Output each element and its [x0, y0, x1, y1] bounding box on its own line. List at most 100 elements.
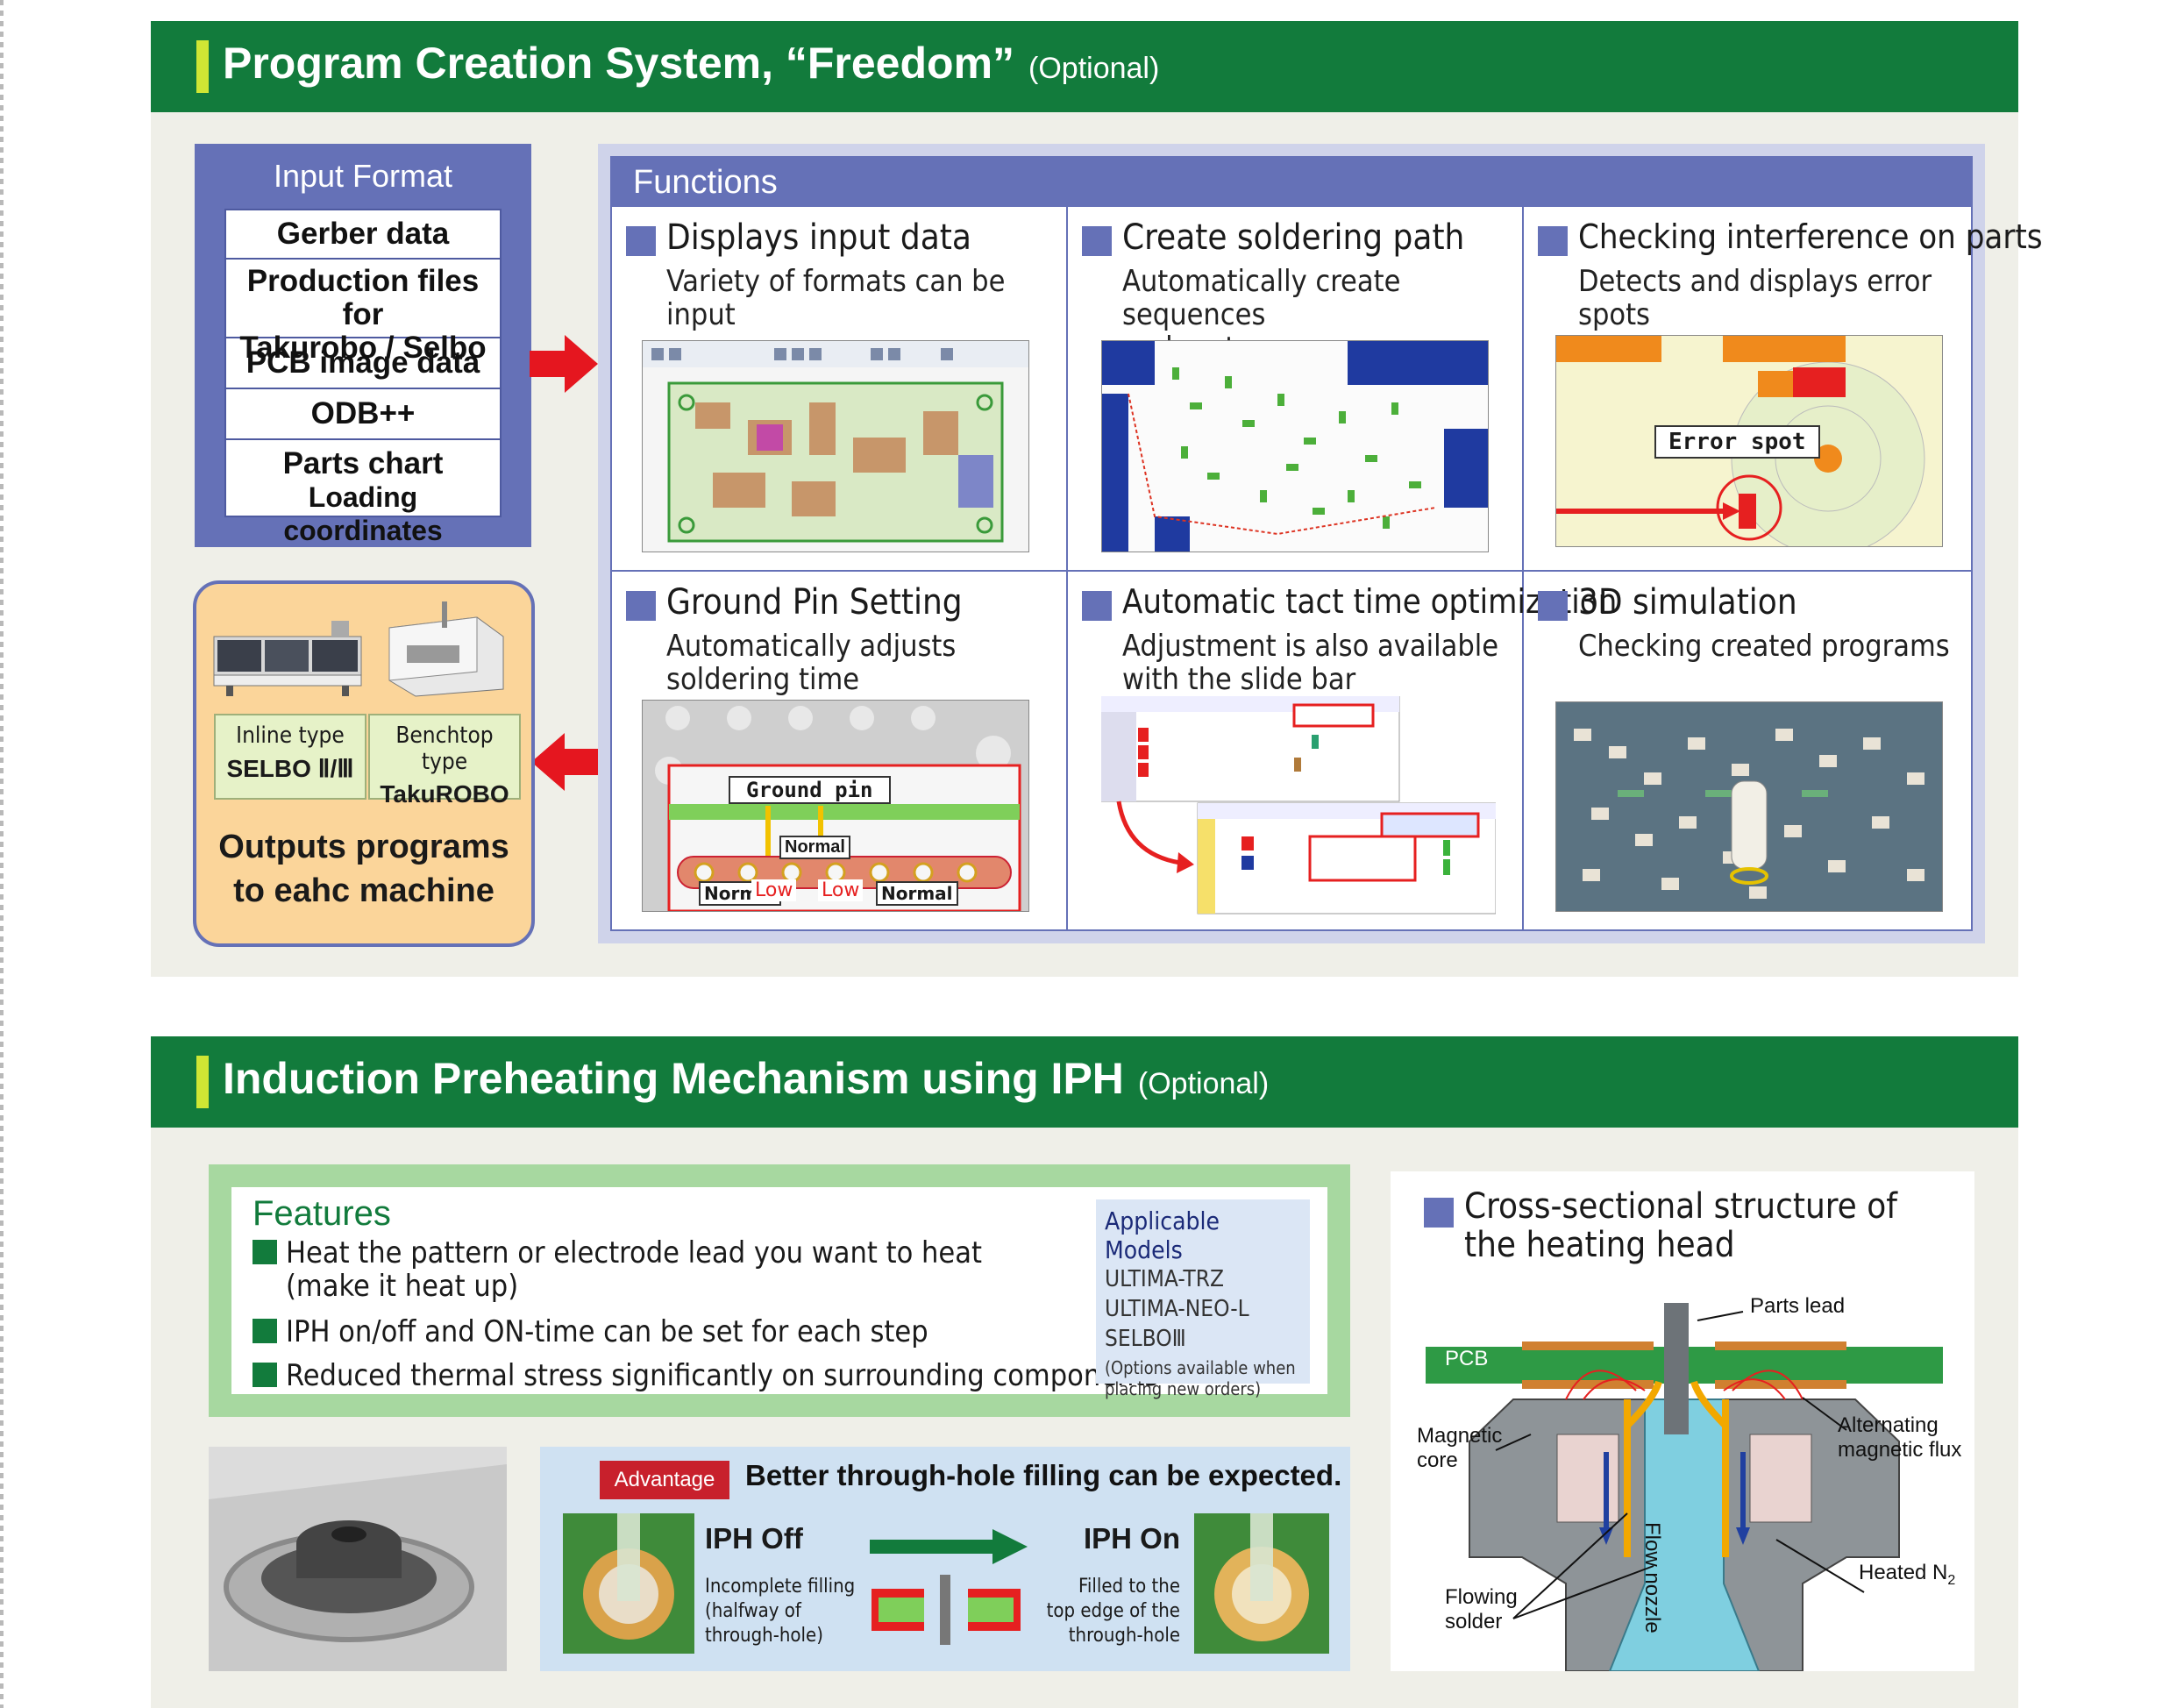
pcb-layout-screenshot [642, 340, 1029, 552]
normal-label: Normal [779, 836, 850, 859]
applicable-models-box: Applicable Models ULTIMA-TRZ ULTIMA-NEO-… [1096, 1199, 1310, 1399]
section-header-freedom: Program Creation System, “Freedom”(Optio… [151, 21, 2018, 112]
through-hole-diagram [872, 1575, 1021, 1645]
iph-off-title: IPH Off [705, 1522, 803, 1555]
function-title: 3D simulation [1578, 582, 1797, 623]
bullet-square-icon [253, 1240, 277, 1264]
error-spot-screenshot: Error spot [1555, 335, 1943, 547]
input-format-box: Input Format Gerber data Production file… [195, 144, 531, 547]
advantage-text: Better through-hole filling can be expec… [745, 1459, 1342, 1491]
soldering-path-screenshot [1101, 340, 1489, 552]
bullet-square-icon [1082, 591, 1112, 621]
3d-simulation-screenshot [1555, 701, 1943, 912]
bullet-square-icon [1424, 1198, 1454, 1228]
function-cell-ground-pin: Ground Pin Setting Automatically adjusts… [612, 572, 1066, 931]
input-format-list: Gerber data Production files forTakurobo… [224, 209, 502, 546]
applicable-heading: Applicable Models [1105, 1206, 1220, 1264]
arrow-right-icon [870, 1529, 1028, 1564]
low-label: Low [818, 879, 864, 901]
section-title: Induction Preheating Mechanism using IPH… [223, 1054, 1270, 1103]
iph-on-title: IPH On [1084, 1522, 1181, 1555]
function-title: Create soldering path [1122, 217, 1465, 258]
inline-machine-image [213, 621, 362, 696]
input-item: Gerber data [224, 209, 502, 258]
function-cell-displays-input: Displays input data Variety of formats c… [612, 207, 1066, 570]
function-desc: Checking created programs [1578, 629, 1950, 664]
functions-box: Functions Displays input data Variety of… [598, 144, 2043, 943]
error-spot-label: Error spot [1654, 425, 1820, 459]
ground-pin-screenshot: Ground pin Normal Normal Low Low Normal [642, 700, 1029, 912]
iph-on-photo [1194, 1513, 1329, 1654]
iph-off-photo [563, 1513, 694, 1654]
heated-n2-label: Heated N2 [1859, 1561, 1956, 1588]
tact-time-screenshot [1101, 696, 1496, 914]
functions-heading: Functions [612, 158, 1971, 207]
arrow-left-icon [531, 733, 600, 791]
feature-item: Heat the pattern or electrode lead you w… [253, 1236, 982, 1270]
feature-item-continued: (make it heat up) [286, 1269, 519, 1304]
iph-unit-photo [209, 1447, 507, 1671]
function-cell-soldering-path: Create soldering path Automatically crea… [1068, 207, 1522, 570]
pcb-label: PCB [1445, 1347, 1489, 1370]
function-title: Automatic tact time optimization [1122, 582, 1618, 621]
function-title: Checking interference on parts [1578, 217, 2043, 256]
divider [612, 570, 1971, 572]
accent-bar [196, 40, 209, 93]
bullet-square-icon [626, 591, 656, 621]
model-item: ULTIMA-NEO-L [1105, 1296, 1249, 1322]
function-cell-tact-time: Automatic tact time optimization Adjustm… [1068, 572, 1617, 931]
divider [1066, 207, 1068, 931]
model-item: ULTIMA-TRZ [1105, 1266, 1224, 1292]
section-header-iph: Induction Preheating Mechanism using IPH… [151, 1036, 2018, 1128]
divider [1522, 207, 1524, 931]
page-edge-dashes [0, 0, 4, 1708]
model-item: SELBOⅢ [1105, 1326, 1186, 1352]
input-item: PCB image data [224, 337, 502, 388]
feature-item: IPH on/off and ON-time can be set for ea… [253, 1315, 928, 1349]
function-cell-3d-simulation: 3D simulation Checking created programs [1524, 572, 1973, 931]
input-item: Production files forTakurobo / Selbo [224, 258, 502, 365]
function-title: Displays input data [666, 217, 971, 258]
bullet-square-icon [1538, 226, 1568, 256]
bullet-square-icon [1538, 591, 1568, 621]
function-title: Ground Pin Setting [666, 582, 963, 623]
bullet-square-icon [626, 226, 656, 256]
advantage-box: Advantage Better through-hole filling ca… [540, 1447, 1350, 1671]
input-item: ODB++ [224, 388, 502, 438]
advantage-tag: Advantage [600, 1461, 729, 1499]
section-title: Program Creation System, “Freedom”(Optio… [223, 39, 1160, 88]
low-label: Low [751, 879, 797, 901]
bullet-square-icon [253, 1319, 277, 1343]
function-cell-interference: Checking interference on parts Detects a… [1524, 207, 2043, 570]
parts-lead-label: Parts lead [1750, 1294, 1846, 1318]
feature-item: Reduced thermal stress significantly on … [253, 1359, 1158, 1392]
normal-label: Normal [876, 881, 958, 906]
input-format-heading: Input Format [273, 158, 453, 194]
features-heading: Features [253, 1194, 391, 1233]
bullet-square-icon [253, 1363, 277, 1387]
flow-nozzle-label: Flow nozzle [1640, 1522, 1664, 1633]
accent-bar [196, 1056, 209, 1108]
bullet-square-icon [1082, 226, 1112, 256]
ground-pin-label: Ground pin [729, 776, 891, 804]
heating-head-diagram [1391, 1294, 1974, 1671]
benchtop-machine-image [388, 601, 504, 697]
arrow-right-icon [530, 335, 598, 393]
